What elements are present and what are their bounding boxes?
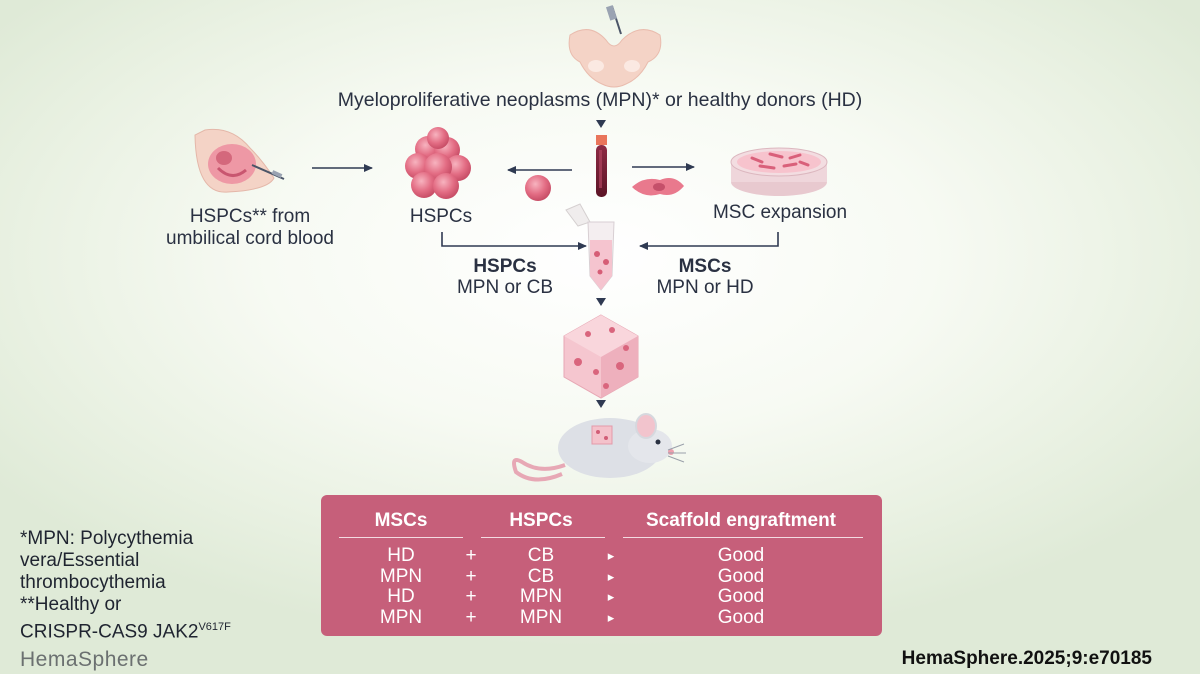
row-arrow-icon: ▸ xyxy=(607,548,615,563)
row-op: + xyxy=(465,606,477,628)
flow-hspcs-sub: MPN or CB xyxy=(456,277,554,298)
brand-logo-text: HemaSphere xyxy=(20,648,149,671)
row-op: + xyxy=(465,565,477,587)
row-engraftment: Good xyxy=(717,606,765,628)
header-divider xyxy=(623,537,863,538)
header-mscs: MSCs xyxy=(374,510,428,531)
row-hspcs: MPN xyxy=(519,586,563,607)
msc-expansion-label: MSC expansion xyxy=(712,202,848,223)
down-arrow-icon xyxy=(596,120,606,128)
cord-blood-label-line2: umbilical cord blood xyxy=(166,228,334,249)
mouse-icon xyxy=(512,413,686,482)
down-arrow-icon xyxy=(596,400,606,408)
petri-dish-icon xyxy=(730,147,828,196)
row-hspcs: CB xyxy=(527,545,555,566)
scaffold-hexagon-icon xyxy=(563,314,639,399)
row-arrow-icon: ▸ xyxy=(607,568,615,584)
single-hspc-icon xyxy=(525,175,551,201)
pregnancy-icon xyxy=(194,128,285,193)
row-op: + xyxy=(465,545,477,566)
arrow-mscs-to-tube xyxy=(639,232,779,250)
jak2-text: CRISPR-CAS9 JAK2 xyxy=(20,621,199,643)
flow-mscs-title: MSCs xyxy=(678,256,732,277)
row-mscs: HD xyxy=(387,586,415,607)
jak2-mutation-superscript: V617F xyxy=(198,621,231,633)
footnote-line: thrombocythemia xyxy=(20,572,166,593)
footnote-line: *MPN: Polycythemia xyxy=(20,528,194,549)
pelvis-bone-icon xyxy=(568,5,662,88)
footnote-line: vera/Essential xyxy=(20,550,140,571)
header-engraftment: Scaffold engraftment xyxy=(645,510,837,531)
row-op: + xyxy=(465,586,477,607)
row-mscs: MPN xyxy=(379,606,423,628)
hspc-cluster-icon xyxy=(405,127,471,199)
citation: HemaSphere.2025;9:e70185 xyxy=(901,648,1152,669)
row-arrow-icon: ▸ xyxy=(607,589,615,604)
row-engraftment: Good xyxy=(717,565,765,587)
footnote-line: **Healthy or xyxy=(20,594,122,615)
arrow-hspcs-to-tube xyxy=(441,232,587,250)
header-hspcs: HSPCs xyxy=(509,510,573,531)
row-engraftment: Good xyxy=(717,586,765,607)
conical-tube-icon xyxy=(565,203,615,291)
row-mscs: HD xyxy=(387,545,415,566)
footnotes: *MPN: Polycythemia vera/Essential thromb… xyxy=(20,528,231,643)
row-arrow-icon: ▸ xyxy=(607,609,615,625)
blood-tube-icon xyxy=(596,135,607,197)
flow-mscs-sub: MPN or HD xyxy=(656,277,754,298)
source-label: Myeloproliferative neoplasms (MPN)* or h… xyxy=(337,89,863,111)
row-mscs: MPN xyxy=(379,565,423,587)
row-hspcs: MPN xyxy=(519,606,563,628)
header-divider xyxy=(481,537,605,538)
flow-hspcs-title: HSPCs xyxy=(473,256,537,277)
hspcs-label: HSPCs xyxy=(409,206,473,227)
row-hspcs: CB xyxy=(527,565,555,587)
results-table: MSCs HSPCs Scaffold engraftment HD + CB … xyxy=(321,495,882,636)
cord-blood-label-line1: HSPCs** from xyxy=(189,206,311,227)
footnote-line-jak2: CRISPR-CAS9 JAK2V617F xyxy=(20,616,231,643)
header-divider xyxy=(339,537,463,538)
row-engraftment: Good xyxy=(717,545,765,566)
down-arrow-icon xyxy=(596,298,606,306)
